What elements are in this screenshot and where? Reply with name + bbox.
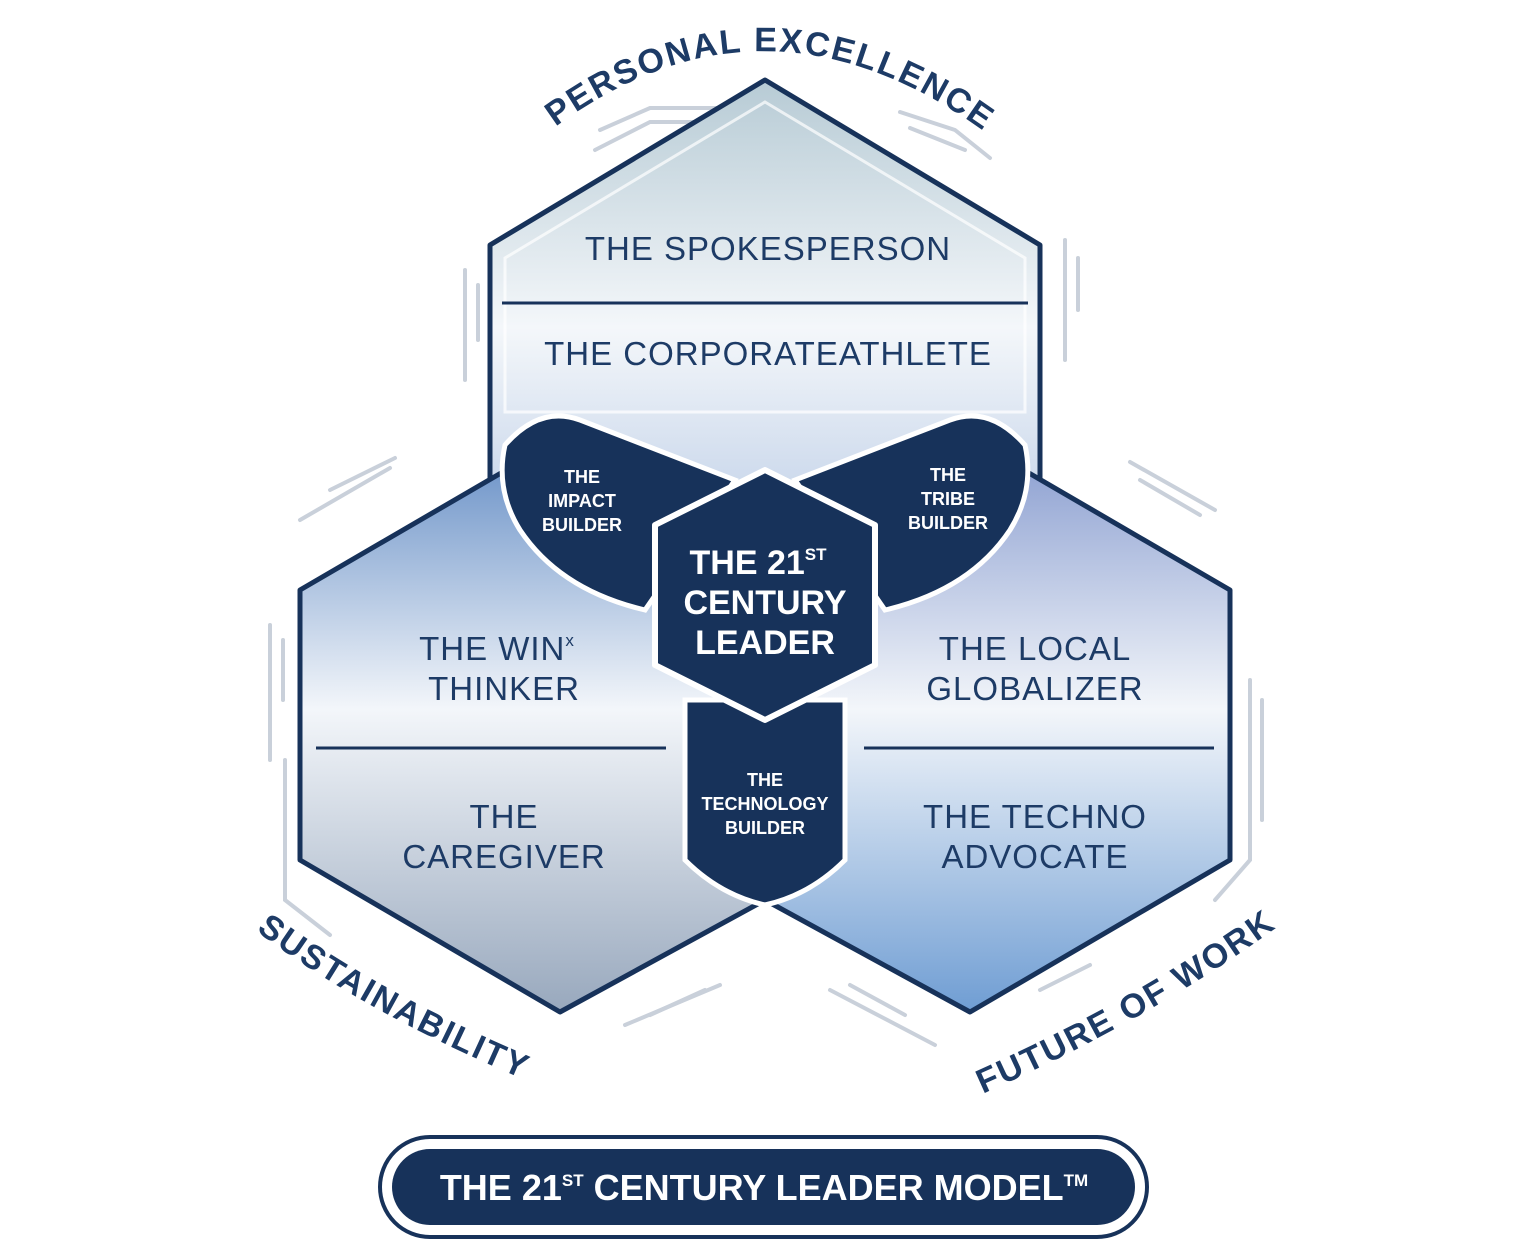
winx-thinker-label-line2: THINKER bbox=[428, 670, 580, 707]
impact-builder-label: THE bbox=[564, 467, 600, 487]
model-title-banner: THE 21ST CENTURY LEADER MODELTM bbox=[378, 1135, 1149, 1239]
local-globalizer-label: THE LOCAL bbox=[939, 630, 1131, 667]
caregiver-label: THE bbox=[470, 798, 539, 835]
core-label-line3: LEADER bbox=[695, 624, 835, 662]
technology-builder-label: THE bbox=[747, 770, 783, 790]
corporate-athlete-label: THE CORPORATEATHLETE bbox=[544, 335, 992, 372]
core-label: THE 21ST bbox=[690, 544, 828, 582]
spokesperson-label: THE SPOKESPERSON bbox=[585, 230, 951, 267]
caregiver-label-line2: CAREGIVER bbox=[402, 838, 605, 875]
technology-builder-label-line2: TECHNOLOGY bbox=[701, 794, 828, 814]
model-title: THE 21ST CENTURY LEADER MODELTM bbox=[440, 1167, 1088, 1208]
technology-builder-lobe bbox=[682, 697, 848, 908]
impact-builder-label-line3: BUILDER bbox=[542, 515, 622, 535]
tribe-builder-label-line2: TRIBE bbox=[921, 489, 975, 509]
winx-thinker-label: THE WINx bbox=[419, 630, 575, 667]
impact-builder-label-line2: IMPACT bbox=[548, 491, 616, 511]
techno-advocate-label-line2: ADVOCATE bbox=[941, 838, 1128, 875]
core-hexagon bbox=[652, 467, 878, 723]
decorative-circuit-lines bbox=[268, 106, 1264, 1047]
technology-builder-label-line3: BUILDER bbox=[725, 818, 805, 838]
tribe-builder-label-line3: BUILDER bbox=[908, 513, 988, 533]
local-globalizer-label-line2: GLOBALIZER bbox=[926, 670, 1143, 707]
core-label-line2: CENTURY bbox=[683, 584, 846, 622]
tribe-builder-label: THE bbox=[930, 465, 966, 485]
techno-advocate-label: THE TECHNO bbox=[923, 798, 1147, 835]
